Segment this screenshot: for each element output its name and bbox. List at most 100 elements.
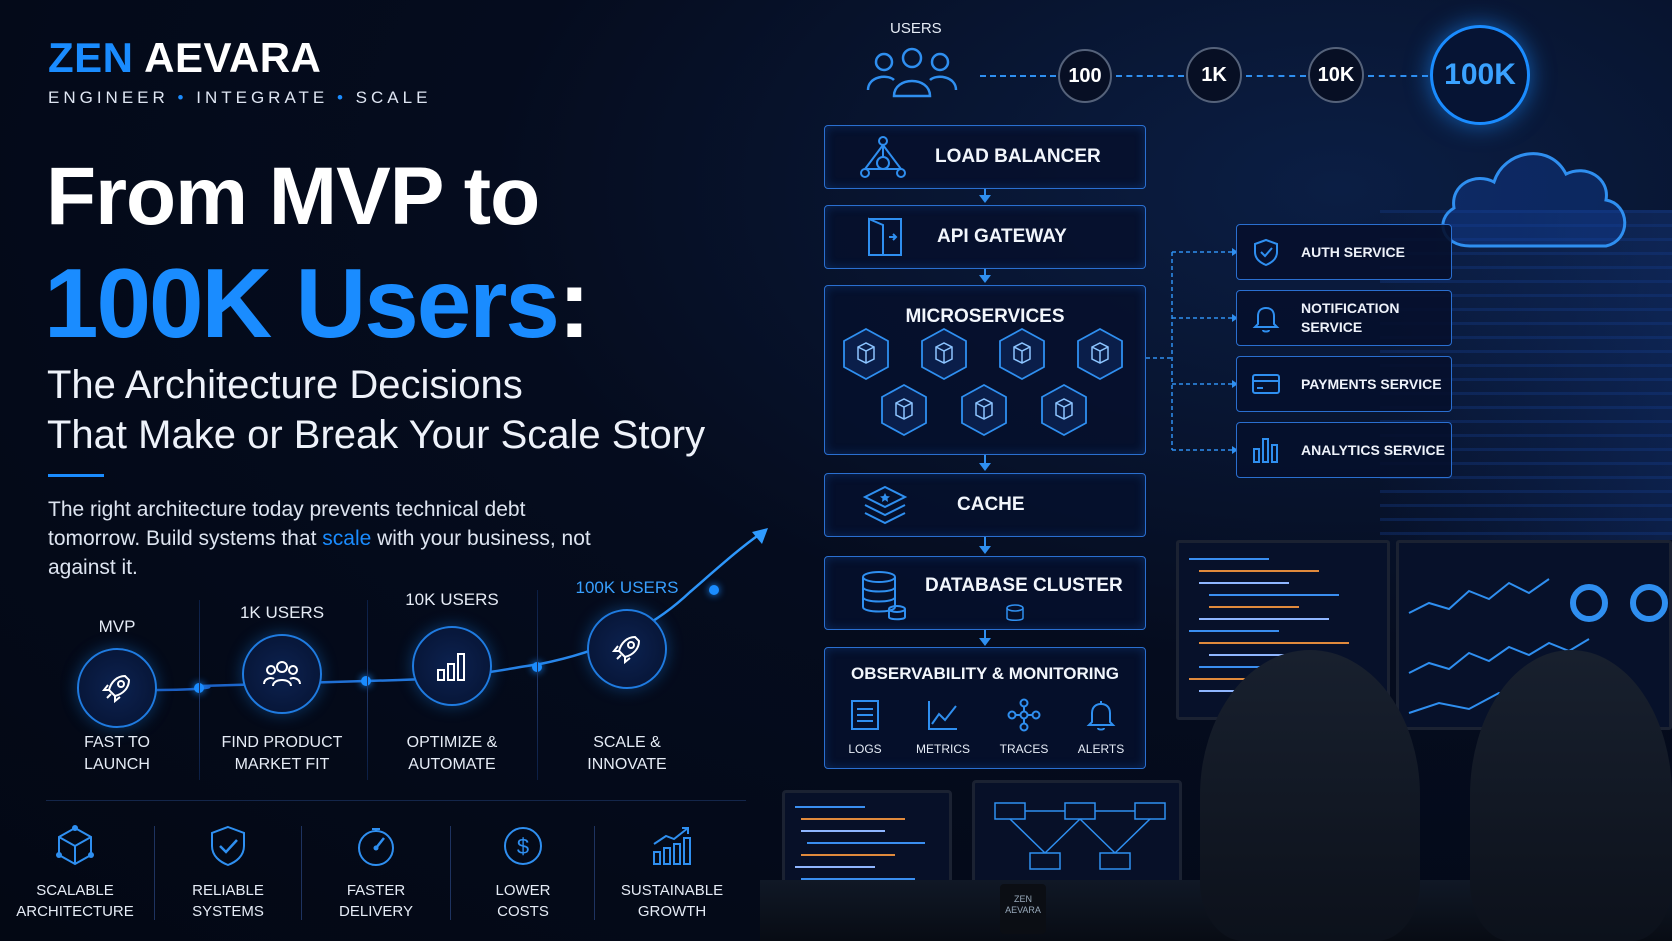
subheadline: The Architecture Decisions That Make or … xyxy=(47,360,705,460)
stage-divider xyxy=(537,590,538,780)
stage-desc-line: FAST TO xyxy=(84,734,150,751)
stage-circle xyxy=(587,609,667,689)
benefit-item: RELIABLE SYSTEMS xyxy=(158,822,298,922)
brand-second: AEVARA xyxy=(144,34,322,81)
stage-title: 10K USERS xyxy=(405,590,499,609)
code-lines-graphic xyxy=(795,806,925,880)
obs-item: TRACES xyxy=(989,698,1059,758)
headline-line2: 100K Users: xyxy=(44,254,591,352)
api-gateway-box: API GATEWAY xyxy=(824,205,1146,269)
brand-logo: ZEN AEVARA xyxy=(48,34,321,82)
traces-icon xyxy=(1007,698,1041,732)
accent-rule xyxy=(48,474,104,477)
box-label: API GATEWAY xyxy=(937,226,1067,247)
scale-step: 10K xyxy=(1308,47,1364,103)
obs-item: ALERTS xyxy=(1066,698,1136,758)
database-cluster-box: DATABASE CLUSTER xyxy=(824,556,1146,630)
flow-arrow xyxy=(979,275,991,283)
benefit-label: RELIABLE xyxy=(192,882,264,899)
shield-icon xyxy=(1254,238,1278,267)
load-balancer-icon xyxy=(860,136,906,178)
benefit-label: SYSTEMS xyxy=(192,903,264,920)
headline-colon: : xyxy=(557,248,591,358)
intro-paragraph: The right architecture today prevents te… xyxy=(48,495,608,582)
headline-highlight: 100K Users xyxy=(44,248,560,358)
microservice-hex-grid xyxy=(843,327,1123,437)
curve-dot xyxy=(709,585,719,595)
bar-chart-icon xyxy=(437,653,465,681)
stage-title: 100K USERS xyxy=(575,578,679,597)
scale-step-highlight: 100K xyxy=(1430,25,1530,125)
benefits-divider xyxy=(46,800,746,801)
intro-text: The right architecture today prevents te… xyxy=(48,498,526,550)
obs-label: METRICS xyxy=(916,742,970,756)
service-label: ANALYTICS SERVICE xyxy=(1301,441,1445,460)
payments-service-card: PAYMENTS SERVICE xyxy=(1236,356,1452,412)
metrics-icon xyxy=(928,701,957,730)
stage-divider xyxy=(199,600,200,780)
stage-circle xyxy=(77,648,157,728)
scale-step: 1K xyxy=(1186,47,1242,103)
tagline-dot: • xyxy=(177,88,188,107)
curve-dot xyxy=(361,676,371,686)
stage-desc-line: LAUNCH xyxy=(84,756,150,773)
card-icon xyxy=(1252,374,1280,394)
cache-box: CACHE xyxy=(824,473,1146,537)
stage-desc: OPTIMIZE &AUTOMATE xyxy=(367,732,537,776)
mug-text: AEVARA xyxy=(1005,905,1041,915)
flow-arrow xyxy=(984,189,986,195)
flow-arrow xyxy=(984,537,986,546)
service-label: AUTH SERVICE xyxy=(1301,243,1405,262)
stage-circle xyxy=(412,626,492,706)
intro-text: with your business, not against it. xyxy=(48,527,591,579)
flow-arrow xyxy=(979,463,991,471)
benefit-separator xyxy=(450,826,451,920)
stage-desc-line: INNOVATE xyxy=(587,756,667,773)
service-connectors xyxy=(1146,248,1238,454)
benefit-label: SCALABLE xyxy=(36,882,114,899)
alert-bell-icon xyxy=(1086,701,1116,731)
box-label: CACHE xyxy=(957,494,1025,515)
tagline-word: ENGINEER xyxy=(48,88,169,107)
scale-step: 100 xyxy=(1058,49,1112,103)
intro-highlight: scale xyxy=(322,527,372,550)
stage-circle xyxy=(242,634,322,714)
benefit-label: LOWER xyxy=(495,882,551,899)
service-label-line: PAYMENTS SERVICE xyxy=(1301,375,1442,392)
obs-label: TRACES xyxy=(999,742,1049,756)
cube-network-icon xyxy=(56,825,94,866)
dollar-coin-icon: $ xyxy=(504,827,542,865)
database-icon xyxy=(862,571,906,621)
stage-desc-line: SCALE & xyxy=(593,734,661,751)
cache-layers-icon xyxy=(862,485,908,525)
load-balancer-box: LOAD BALANCER xyxy=(824,125,1146,189)
service-label: PAYMENTS SERVICE xyxy=(1301,375,1442,394)
users-icon xyxy=(263,661,301,687)
cloud-icon xyxy=(1441,152,1627,248)
flow-arrow xyxy=(984,269,986,275)
headline-line1: From MVP to xyxy=(46,151,540,242)
tagline-word: INTEGRATE xyxy=(196,88,329,107)
analytics-icon xyxy=(1253,438,1278,463)
gateway-door-icon xyxy=(868,217,902,256)
scale-connector xyxy=(1116,75,1184,77)
rocket-icon xyxy=(101,674,131,704)
benefit-label: COSTS xyxy=(497,903,549,920)
person-engineer xyxy=(1200,650,1420,941)
benefit-separator xyxy=(154,826,155,920)
users-group-icon xyxy=(866,47,958,98)
subheadline-line2: That Make or Break Your Scale Story xyxy=(47,413,706,457)
obs-label: LOGS xyxy=(848,742,882,756)
tagline-dot: • xyxy=(336,88,347,107)
benefit-label: GROWTH xyxy=(637,903,707,920)
service-label-line: AUTH SERVICE xyxy=(1301,243,1405,260)
tagline-word: SCALE xyxy=(355,88,432,107)
network-diagram-graphic xyxy=(994,802,1166,870)
stage-title: 1K USERS xyxy=(239,603,325,622)
